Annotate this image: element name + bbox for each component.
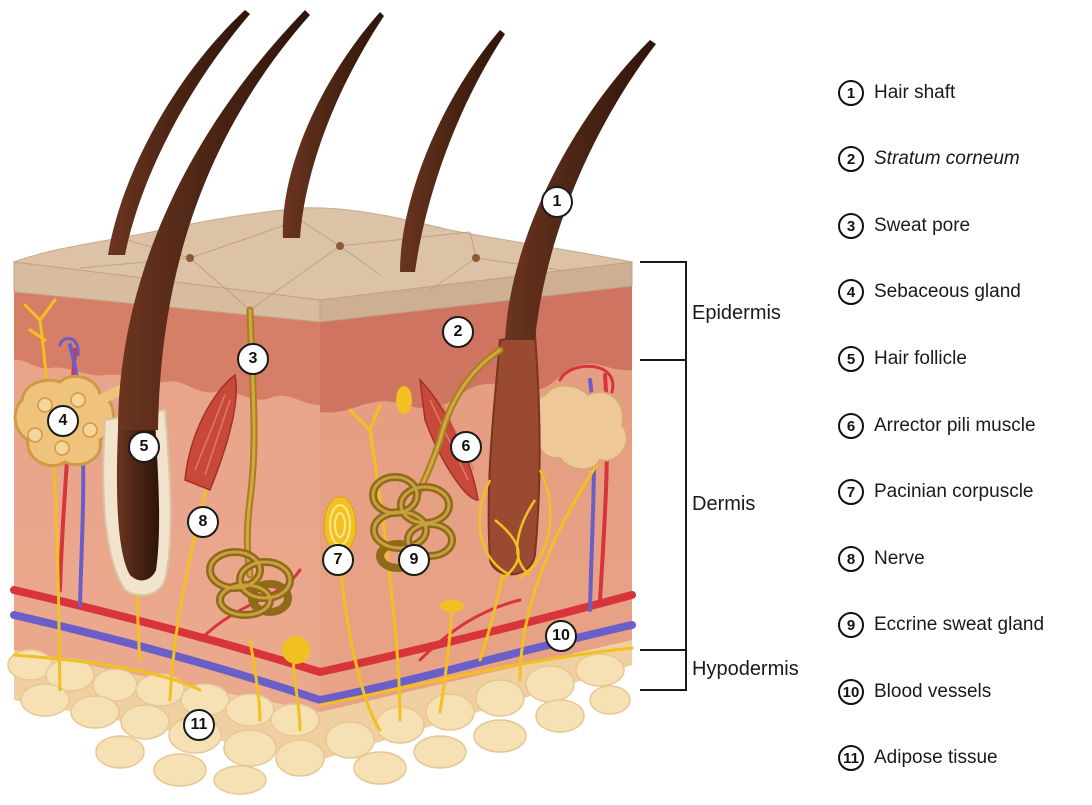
legend-label: Sweat pore bbox=[874, 215, 970, 237]
legend-number: 7 bbox=[838, 479, 864, 505]
callout-8: 8 bbox=[187, 506, 219, 538]
callout-11: 11 bbox=[183, 709, 215, 741]
legend-number: 5 bbox=[838, 346, 864, 372]
legend-label: Blood vessels bbox=[874, 681, 991, 703]
legend-label: Adipose tissue bbox=[874, 747, 998, 769]
legend-item-hair-shaft: 1 Hair shaft bbox=[838, 76, 955, 110]
legend-item-pacinian-corpuscle: 7 Pacinian corpuscle bbox=[838, 475, 1033, 509]
callout-2: 2 bbox=[442, 316, 474, 348]
callout-3: 3 bbox=[237, 343, 269, 375]
layer-brackets bbox=[640, 262, 686, 690]
legend-label: Sebaceous gland bbox=[874, 281, 1021, 303]
legend-number: 8 bbox=[838, 546, 864, 572]
callout-6: 6 bbox=[450, 431, 482, 463]
legend-number: 3 bbox=[838, 213, 864, 239]
legend-number: 4 bbox=[838, 279, 864, 305]
callout-10: 10 bbox=[545, 620, 577, 652]
legend-item-eccrine-sweat-gland: 9 Eccrine sweat gland bbox=[838, 608, 1044, 642]
legend-label: Hair follicle bbox=[874, 348, 967, 370]
legend-item-stratum-corneum: 2 Stratum corneum bbox=[838, 142, 1020, 176]
legend-number: 10 bbox=[838, 679, 864, 705]
legend-item-sebaceous-gland: 4 Sebaceous gland bbox=[838, 275, 1021, 309]
legend-label: Pacinian corpuscle bbox=[874, 481, 1033, 503]
legend-label: Hair shaft bbox=[874, 82, 955, 104]
legend-item-nerve: 8 Nerve bbox=[838, 542, 925, 576]
legend-label: Eccrine sweat gland bbox=[874, 614, 1044, 636]
legend-item-hair-follicle: 5 Hair follicle bbox=[838, 342, 967, 376]
legend-item-arrector-pili: 6 Arrector pili muscle bbox=[838, 409, 1036, 443]
legend-number: 9 bbox=[838, 612, 864, 638]
legend-item-adipose-tissue: 11 Adipose tissue bbox=[838, 741, 998, 775]
callout-4: 4 bbox=[47, 405, 79, 437]
legend-label: Stratum corneum bbox=[874, 148, 1020, 170]
legend-item-blood-vessels: 10 Blood vessels bbox=[838, 675, 991, 709]
legend-number: 2 bbox=[838, 146, 864, 172]
label-hypodermis: Hypodermis bbox=[692, 658, 799, 681]
legend-number: 1 bbox=[838, 80, 864, 106]
legend-number: 6 bbox=[838, 413, 864, 439]
callout-9: 9 bbox=[398, 544, 430, 576]
label-epidermis: Epidermis bbox=[692, 302, 781, 325]
callout-7: 7 bbox=[322, 544, 354, 576]
callout-1: 1 bbox=[541, 186, 573, 218]
label-dermis: Dermis bbox=[692, 493, 755, 516]
legend-number: 11 bbox=[838, 745, 864, 771]
legend-item-sweat-pore: 3 Sweat pore bbox=[838, 209, 970, 243]
legend-label: Nerve bbox=[874, 548, 925, 570]
callout-5: 5 bbox=[128, 431, 160, 463]
legend-label: Arrector pili muscle bbox=[874, 415, 1036, 437]
